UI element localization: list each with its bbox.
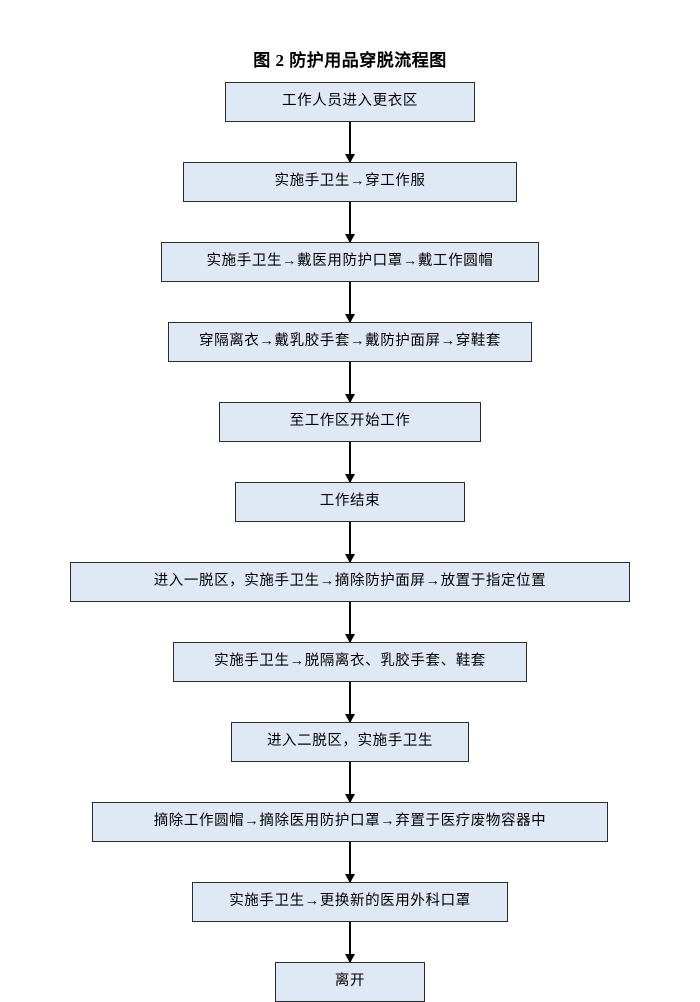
flow-node-row: 进入一脱区，实施手卫生→摘除防护面屏→放置于指定位置: [0, 562, 700, 602]
flow-node-n10[interactable]: 摘除工作圆帽→摘除医用防护口罩→弃置于医疗废物容器中: [92, 802, 608, 842]
arrowhead-icon: [345, 714, 355, 723]
flow-node-n2[interactable]: 实施手卫生→穿工作服: [183, 162, 517, 202]
flow-node-row: 摘除工作圆帽→摘除医用防护口罩→弃置于医疗废物容器中: [0, 802, 700, 842]
flow-node-row: 离开: [0, 962, 700, 1002]
flow-node-n9[interactable]: 进入二脱区，实施手卫生: [231, 722, 469, 762]
flow-node-n7[interactable]: 进入一脱区，实施手卫生→摘除防护面屏→放置于指定位置: [70, 562, 630, 602]
arrowhead-icon: [345, 314, 355, 323]
flow-node-row: 工作人员进入更衣区: [0, 82, 700, 122]
arrowhead-icon: [345, 794, 355, 803]
arrowhead-icon: [345, 394, 355, 403]
arrowhead-icon: [345, 234, 355, 243]
flow-node-row: 实施手卫生→戴医用防护口罩→戴工作圆帽: [0, 242, 700, 282]
flow-node-n12[interactable]: 离开: [275, 962, 425, 1002]
flow-node-n5[interactable]: 至工作区开始工作: [219, 402, 481, 442]
arrowhead-icon: [345, 634, 355, 643]
flow-node-n3[interactable]: 实施手卫生→戴医用防护口罩→戴工作圆帽: [161, 242, 539, 282]
flow-connector-n10-n11: [0, 842, 700, 883]
arrowhead-icon: [345, 874, 355, 883]
flow-connector-n3-n4: [0, 282, 700, 323]
flow-connector-n11-n12: [0, 922, 700, 963]
flow-connector-n1-n2: [0, 122, 700, 163]
arrowhead-icon: [345, 154, 355, 163]
flow-connector-n2-n3: [0, 202, 700, 243]
flow-connector-n7-n8: [0, 602, 700, 643]
flow-node-row: 实施手卫生→更换新的医用外科口罩: [0, 882, 700, 922]
flow-node-row: 至工作区开始工作: [0, 402, 700, 442]
flow-connector-n8-n9: [0, 682, 700, 723]
figure-title: 图 2 防护用品穿脱流程图: [253, 51, 447, 70]
flow-node-n4[interactable]: 穿隔离衣→戴乳胶手套→戴防护面屏→穿鞋套: [168, 322, 532, 362]
flow-node-row: 实施手卫生→穿工作服: [0, 162, 700, 202]
flow-node-row: 实施手卫生→脱隔离衣、乳胶手套、鞋套: [0, 642, 700, 682]
arrowhead-icon: [345, 554, 355, 563]
flow-connector-n4-n5: [0, 362, 700, 403]
arrowhead-icon: [345, 474, 355, 483]
flow-node-n6[interactable]: 工作结束: [235, 482, 465, 522]
flowchart-body: 工作人员进入更衣区 实施手卫生→穿工作服 实施手卫生→戴医用防护口罩→戴工作圆帽…: [0, 82, 700, 1002]
flow-connector-n6-n7: [0, 522, 700, 563]
flow-node-row: 进入二脱区，实施手卫生: [0, 722, 700, 762]
flow-node-row: 工作结束: [0, 482, 700, 522]
flow-connector-n5-n6: [0, 442, 700, 483]
flow-node-row: 穿隔离衣→戴乳胶手套→戴防护面屏→穿鞋套: [0, 322, 700, 362]
arrowhead-icon: [345, 954, 355, 963]
flow-connector-n9-n10: [0, 762, 700, 803]
flow-node-n8[interactable]: 实施手卫生→脱隔离衣、乳胶手套、鞋套: [173, 642, 527, 682]
flow-node-n11[interactable]: 实施手卫生→更换新的医用外科口罩: [192, 882, 508, 922]
flow-node-n1[interactable]: 工作人员进入更衣区: [225, 82, 475, 122]
